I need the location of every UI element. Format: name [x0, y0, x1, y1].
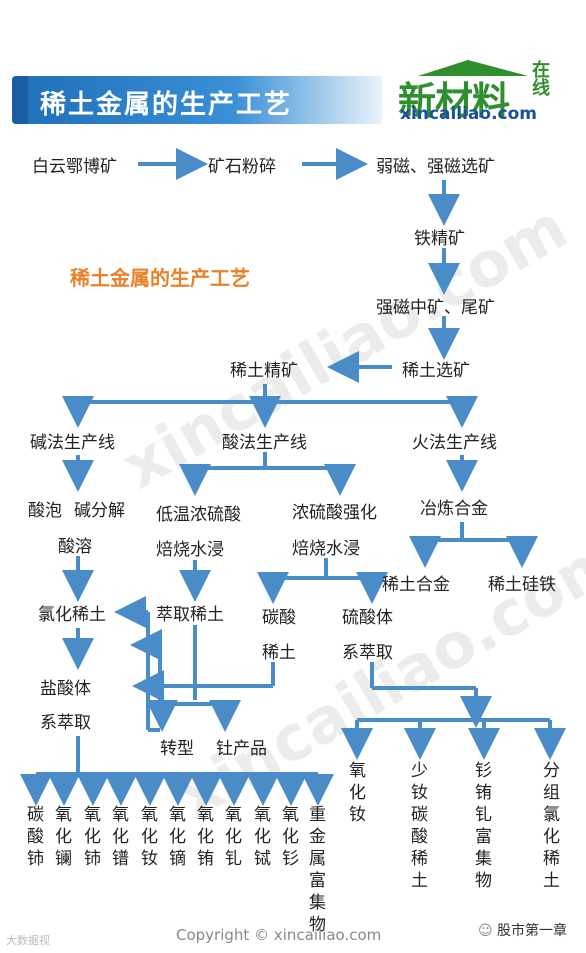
node-lowtemp2: 焙烧水浸: [156, 540, 224, 560]
product-left: 氧化镝: [169, 805, 186, 869]
node-lowtemp: 低温浓硫酸: [156, 505, 241, 525]
node-conc: 浓硫酸强化: [292, 503, 377, 523]
node-resife: 稀土硅铁: [488, 575, 556, 595]
node-hcl2: 系萃取: [40, 713, 91, 733]
logo-url: xincailiao.com: [400, 104, 538, 124]
node-baiyun: 白云鄂博矿: [32, 157, 117, 177]
logo: 新材料 在线 xincailiao.com: [398, 58, 568, 130]
header-banner: [12, 76, 382, 124]
node-sulf1: 硫酸体: [342, 608, 393, 628]
product-left: 氧化镧: [55, 805, 72, 869]
node-alkdecomp: 碱分解: [74, 501, 125, 521]
wechat-icon: ☺: [478, 923, 498, 939]
logo-name: 新材料: [398, 79, 510, 123]
product-left: 氧化钕: [141, 805, 158, 869]
footer-account: ☺ 股市第一章: [478, 920, 567, 940]
page-title: 稀土金属的生产工艺: [40, 90, 293, 120]
copyright: Copyright © xincailiao.com: [176, 926, 382, 944]
product-left: 氧化镨: [112, 805, 129, 869]
diagram-subtitle: 稀土金属的生产工艺: [70, 266, 250, 290]
node-magsep: 弱磁、强磁选矿: [376, 157, 495, 177]
product-right: 分组氯化稀土: [543, 761, 560, 891]
node-smelt: 冶炼合金: [420, 499, 488, 519]
node-thorium: 钍产品: [216, 739, 267, 759]
product-right: 钐铕钆富集物: [475, 761, 492, 891]
header-accent: [12, 76, 28, 124]
product-left: 氧化铕: [197, 805, 214, 869]
node-carb2: 稀土: [262, 643, 296, 663]
node-hcl1: 盐酸体: [40, 679, 91, 699]
node-conc2: 焙烧水浸: [292, 539, 360, 559]
node-fire: 火法生产线: [412, 433, 497, 453]
node-bubble: 酸泡: [28, 501, 62, 521]
product-left: 氧化钐: [282, 805, 299, 869]
node-realloy: 稀土合金: [382, 575, 450, 595]
logo-suffix: 在线: [532, 60, 550, 99]
product-right: 氧化钕: [349, 761, 366, 825]
node-alkali: 碱法生产线: [30, 433, 115, 453]
node-chloride: 氯化稀土: [38, 605, 106, 625]
node-reconc: 稀土精矿: [230, 361, 298, 381]
node-extract: 萃取稀土: [156, 605, 224, 625]
node-reselect: 稀土选矿: [402, 361, 470, 381]
node-acidleach: 酸溶: [58, 537, 92, 557]
footer-source: 大数据视: [6, 934, 50, 947]
product-left: 氧化铈: [84, 805, 101, 869]
product-left: 氧化钆: [225, 805, 242, 869]
node-sulf2: 系萃取: [342, 643, 393, 663]
footer-account-name: 股市第一章: [497, 923, 568, 939]
node-transform: 转型: [160, 739, 194, 759]
node-midtail: 强磁中矿、尾矿: [376, 298, 495, 318]
node-acid: 酸法生产线: [222, 433, 307, 453]
roof-icon: [418, 60, 528, 76]
product-right: 少钕碳酸稀土: [411, 761, 428, 891]
product-left: 碳酸铈: [27, 805, 44, 869]
product-left: 氧化铽: [254, 805, 271, 869]
node-crush: 矿石粉碎: [208, 157, 276, 177]
product-left: 重金属富集物: [309, 805, 326, 935]
node-carb1: 碳酸: [262, 608, 296, 628]
node-ironconc: 铁精矿: [414, 229, 465, 249]
